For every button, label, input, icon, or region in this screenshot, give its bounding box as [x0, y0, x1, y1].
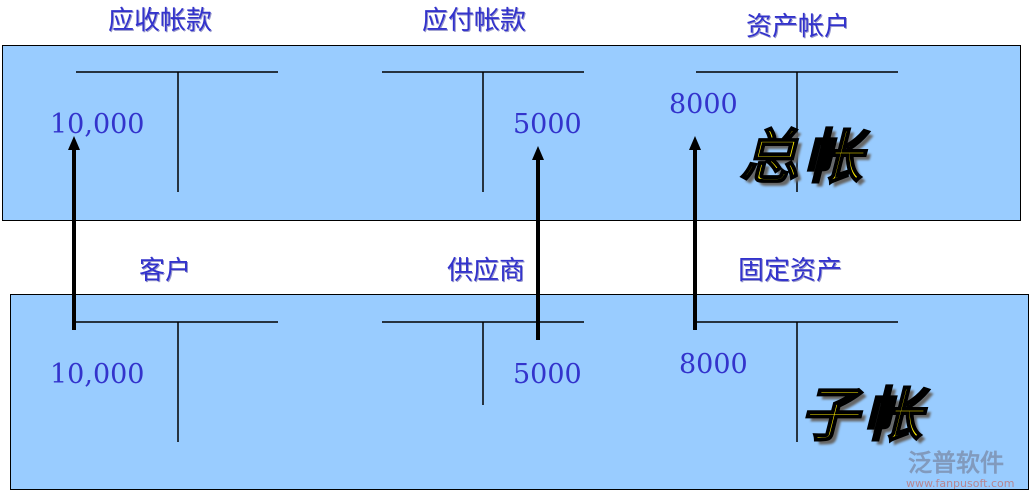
account-title: 应收帐款	[108, 6, 213, 36]
account-value: 8000	[679, 349, 748, 380]
account-value: 10,000	[50, 109, 145, 140]
general-ledger-panel	[2, 45, 1021, 221]
account-value: 8000	[669, 89, 738, 120]
arrow-head	[689, 136, 701, 150]
account-title: 客户	[139, 256, 192, 286]
watermark-logo: 泛普软件	[908, 449, 1004, 477]
sub-ledger-panel	[10, 294, 1029, 490]
account-title: 资产帐户	[746, 12, 851, 42]
account-value: 10,000	[50, 359, 145, 390]
account-value: 5000	[513, 109, 582, 140]
arrow-head	[68, 136, 80, 150]
arrow-head	[532, 146, 544, 160]
sub-ledger-label: 子帐	[799, 381, 929, 449]
account-value: 5000	[513, 359, 582, 390]
posting-arrows	[68, 136, 701, 340]
account-title: 供应商	[447, 256, 526, 286]
general-ledger-label: 总帐	[739, 123, 869, 191]
account-title: 应付帐款	[422, 6, 527, 36]
t-account-lines	[76, 71, 898, 442]
account-title: 固定资产	[738, 256, 843, 286]
watermark-url: www.fanpusoft.com	[906, 477, 1015, 490]
